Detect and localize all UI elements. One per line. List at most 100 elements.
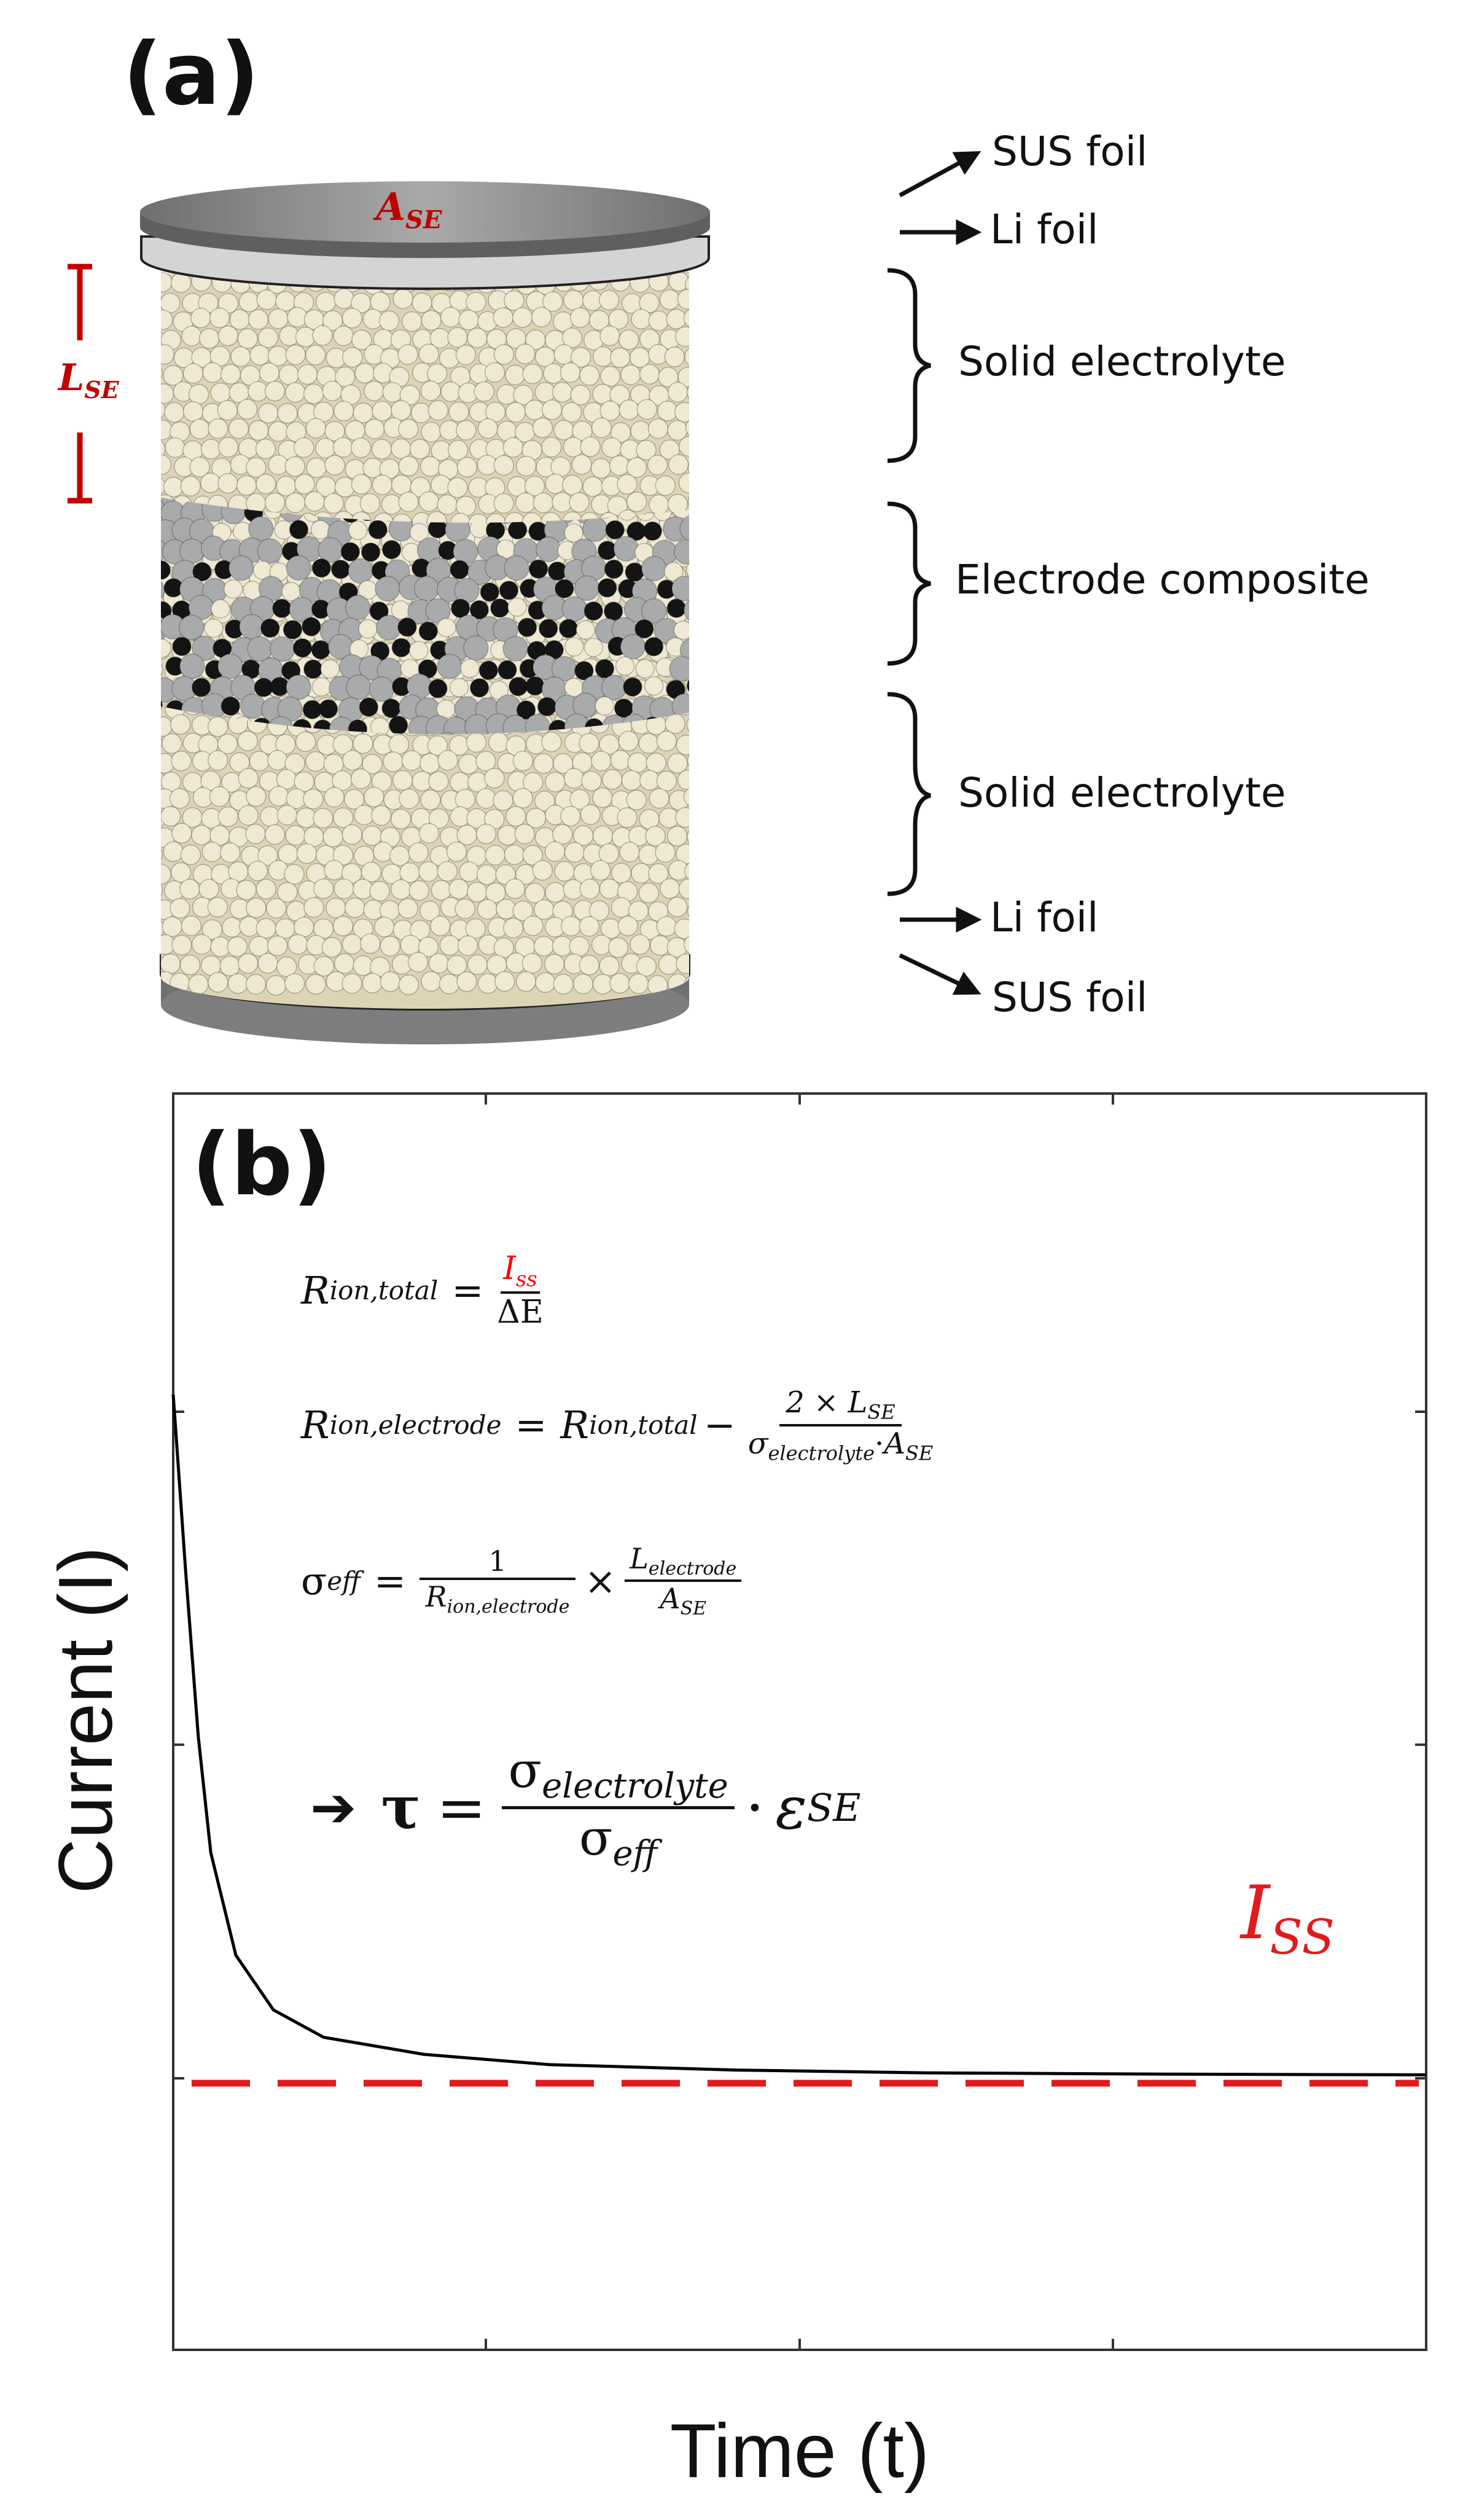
electrolyte-particle [303,788,324,810]
electrolyte-particle [397,898,418,919]
electrolyte-particle [332,734,354,755]
electrolyte-particle [655,842,676,863]
electrolyte-particle [430,915,451,936]
electrolyte-particle [181,915,202,936]
electrolyte-particle [570,385,591,405]
electrolyte-particle [284,753,305,774]
electrolyte-particle [217,806,239,828]
electrolyte-particle [313,956,335,977]
electrolyte-particle [399,788,419,810]
electrolyte-particle [504,290,525,311]
electrolyte-particle [465,918,486,939]
electrolyte-particle [398,456,419,477]
electrolyte-particle [664,346,685,367]
electrolyte-particle [418,936,439,958]
carbon-particle [340,542,361,562]
electrolyte-particle [646,753,666,773]
label-bottom-sus-foil: SUS foil [992,974,1148,1021]
electrolyte-particle [305,974,326,995]
electrolyte-particle [618,329,639,350]
carbon-particle [381,539,402,560]
carbon-particle [450,598,470,618]
electrolyte-particle [639,329,660,350]
electrolyte-particle [170,898,190,919]
electrolyte-particle [332,807,354,828]
electrolyte-particle [581,770,602,792]
carbon-particle [302,617,321,636]
electrolyte-particle [421,310,442,331]
electrolyte-particle [236,399,258,420]
electrolyte-particle [562,474,583,496]
electrolyte-particle [275,734,296,755]
carbon-particle [478,660,499,680]
electrolyte-particle [678,472,689,493]
electrolyte-particle [189,456,210,477]
electrolyte-particle [170,862,192,883]
electrolyte-particle [209,345,231,367]
electrolyte-particle [324,786,345,808]
electrolyte-particle [162,733,182,754]
carbon-particle [539,619,558,638]
electrolyte-particle [684,346,689,367]
electrolyte-particle [686,679,689,700]
electrolyte-particle [626,491,647,512]
electrolyte-particle [466,292,486,313]
electrolyte-particle [686,714,689,735]
active-material-particle [179,653,205,679]
electrolyte-particle [348,520,368,541]
panel-b-label: (b) [192,1115,332,1215]
electrolyte-particle [169,788,190,809]
electrolyte-particle [217,437,239,458]
electrolyte-particle [341,824,362,845]
electrolyte-particle [161,880,163,901]
electrolyte-particle [418,343,439,364]
electrolyte-particle [676,734,689,756]
electrolyte-particle [293,437,314,458]
active-material-particle [425,598,451,624]
top-sus-foil [140,181,710,258]
electrolyte-particle [572,973,594,995]
electrolyte-particle [655,475,676,496]
electrolyte-particle [335,366,356,388]
electrolyte-particle [209,786,230,807]
label-top-li-foil: Li foil [990,206,1099,253]
electrolyte-particle [437,749,458,771]
electrolyte-particle [247,860,268,882]
electrolyte-particle [609,385,630,405]
electrolyte-particle [493,344,515,365]
active-material-particle [228,555,254,581]
electrolyte-particle [200,770,221,791]
electrolyte-particle [332,845,354,866]
electrolyte-particle [294,771,314,792]
electrolyte-particle [324,421,345,442]
electrolyte-particle [560,805,581,827]
electrolyte-particle [674,807,689,828]
electrolyte-particle [628,901,649,922]
electrolyte-particle [161,732,163,753]
electrolyte-particle [512,750,534,772]
electrolyte-particle [398,491,419,512]
active-material-particle [248,516,274,542]
x-axis-title: Time (t) [669,2409,930,2494]
electrolyte-particle [673,620,689,640]
carbon-particle [528,559,548,579]
brace-electrode [887,501,931,666]
electrolyte-particle [313,878,334,899]
electrolyte-particle [161,454,172,475]
label-top-solid-electrolyte: Solid electrolyte [958,338,1286,385]
electrolyte-particle [666,826,688,847]
carbon-particle [605,520,625,540]
electrolyte-particle [180,475,201,497]
electrolyte-particle [687,750,689,771]
electrolyte-particle [649,788,669,809]
electrolyte-particle [475,751,496,772]
electrolyte-particle [350,437,372,458]
electrolyte-particle [447,327,468,348]
electrolyte-particle [599,325,620,346]
electrolyte-particle [525,882,545,904]
carbon-particle [497,660,517,680]
electrolyte-particle [599,734,620,755]
electrolyte-particle [664,562,684,582]
